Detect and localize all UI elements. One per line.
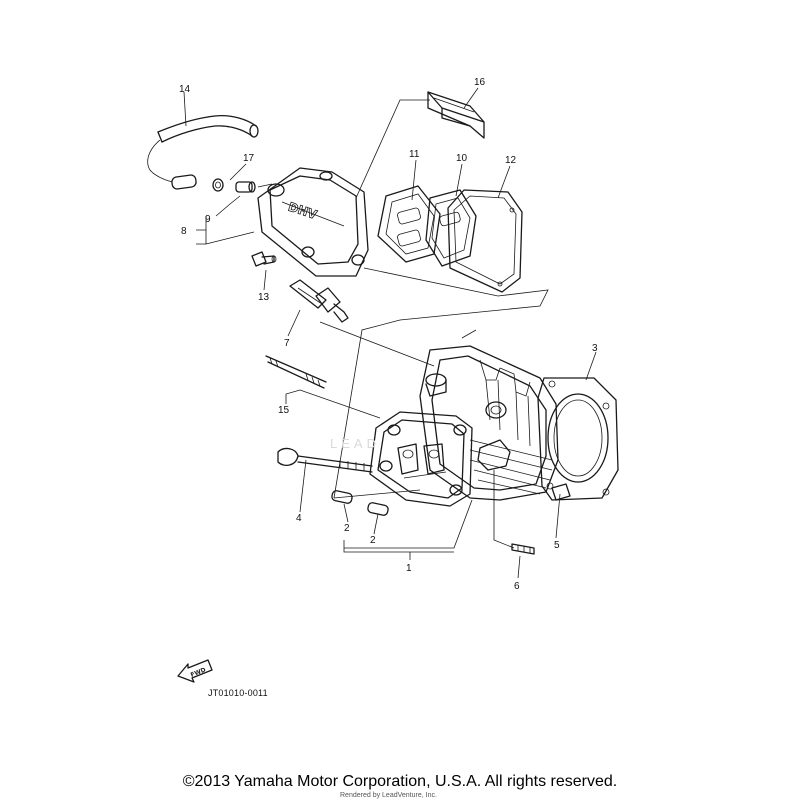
callout-5: 5 xyxy=(554,540,560,551)
bolt-13 xyxy=(251,251,277,267)
callout-3: 3 xyxy=(592,343,598,354)
gasket-12 xyxy=(447,189,523,293)
copyright-notice: ©2013 Yamaha Motor Corporation, U.S.A. A… xyxy=(182,773,618,790)
hose-clamp-part xyxy=(171,174,273,193)
head-bolt-4 xyxy=(277,447,373,473)
callout-4: 4 xyxy=(296,513,302,524)
callout-15: 15 xyxy=(278,405,290,416)
callout-17: 17 xyxy=(243,153,255,164)
callout-14: 14 xyxy=(179,84,191,95)
head-gasket xyxy=(537,377,619,501)
assembly-outline xyxy=(333,99,549,549)
dowel-pin-5 xyxy=(551,483,571,501)
drawing-code: JT01010-0011 xyxy=(208,688,268,698)
stud-bolt-15 xyxy=(265,355,327,389)
callout-numbers: 14 16 17 11 10 12 9 8 13 7 3 15 4 2 2 5 … xyxy=(179,77,598,592)
callout-8: 8 xyxy=(181,226,187,237)
rocker-box xyxy=(369,411,511,507)
watermark-text: LEAD xyxy=(330,436,380,451)
breather-hose xyxy=(147,114,259,183)
cover-lettering: DHV xyxy=(286,200,319,223)
leader-lines xyxy=(183,87,597,579)
dowel-pin-a xyxy=(331,490,353,504)
callout-1: 1 xyxy=(406,563,412,574)
callout-16: 16 xyxy=(474,77,486,88)
callout-2b: 2 xyxy=(370,535,376,546)
spark-plug xyxy=(289,279,349,323)
callout-7: 7 xyxy=(284,338,290,349)
callout-2a: 2 xyxy=(344,523,350,534)
fwd-label: FWD xyxy=(190,667,207,679)
dowel-pin-b xyxy=(367,502,389,516)
callout-12: 12 xyxy=(505,155,517,166)
breather-element xyxy=(427,91,485,139)
callout-9: 9 xyxy=(205,214,211,225)
callout-13: 13 xyxy=(258,292,270,303)
callout-6: 6 xyxy=(514,581,520,592)
callout-10: 10 xyxy=(456,153,468,164)
callout-11: 11 xyxy=(409,149,420,160)
forward-arrow-icon: FWD xyxy=(177,659,213,683)
stud-6 xyxy=(511,543,535,555)
rendered-by-notice: Rendered by LeadVenture, Inc. xyxy=(340,792,437,799)
